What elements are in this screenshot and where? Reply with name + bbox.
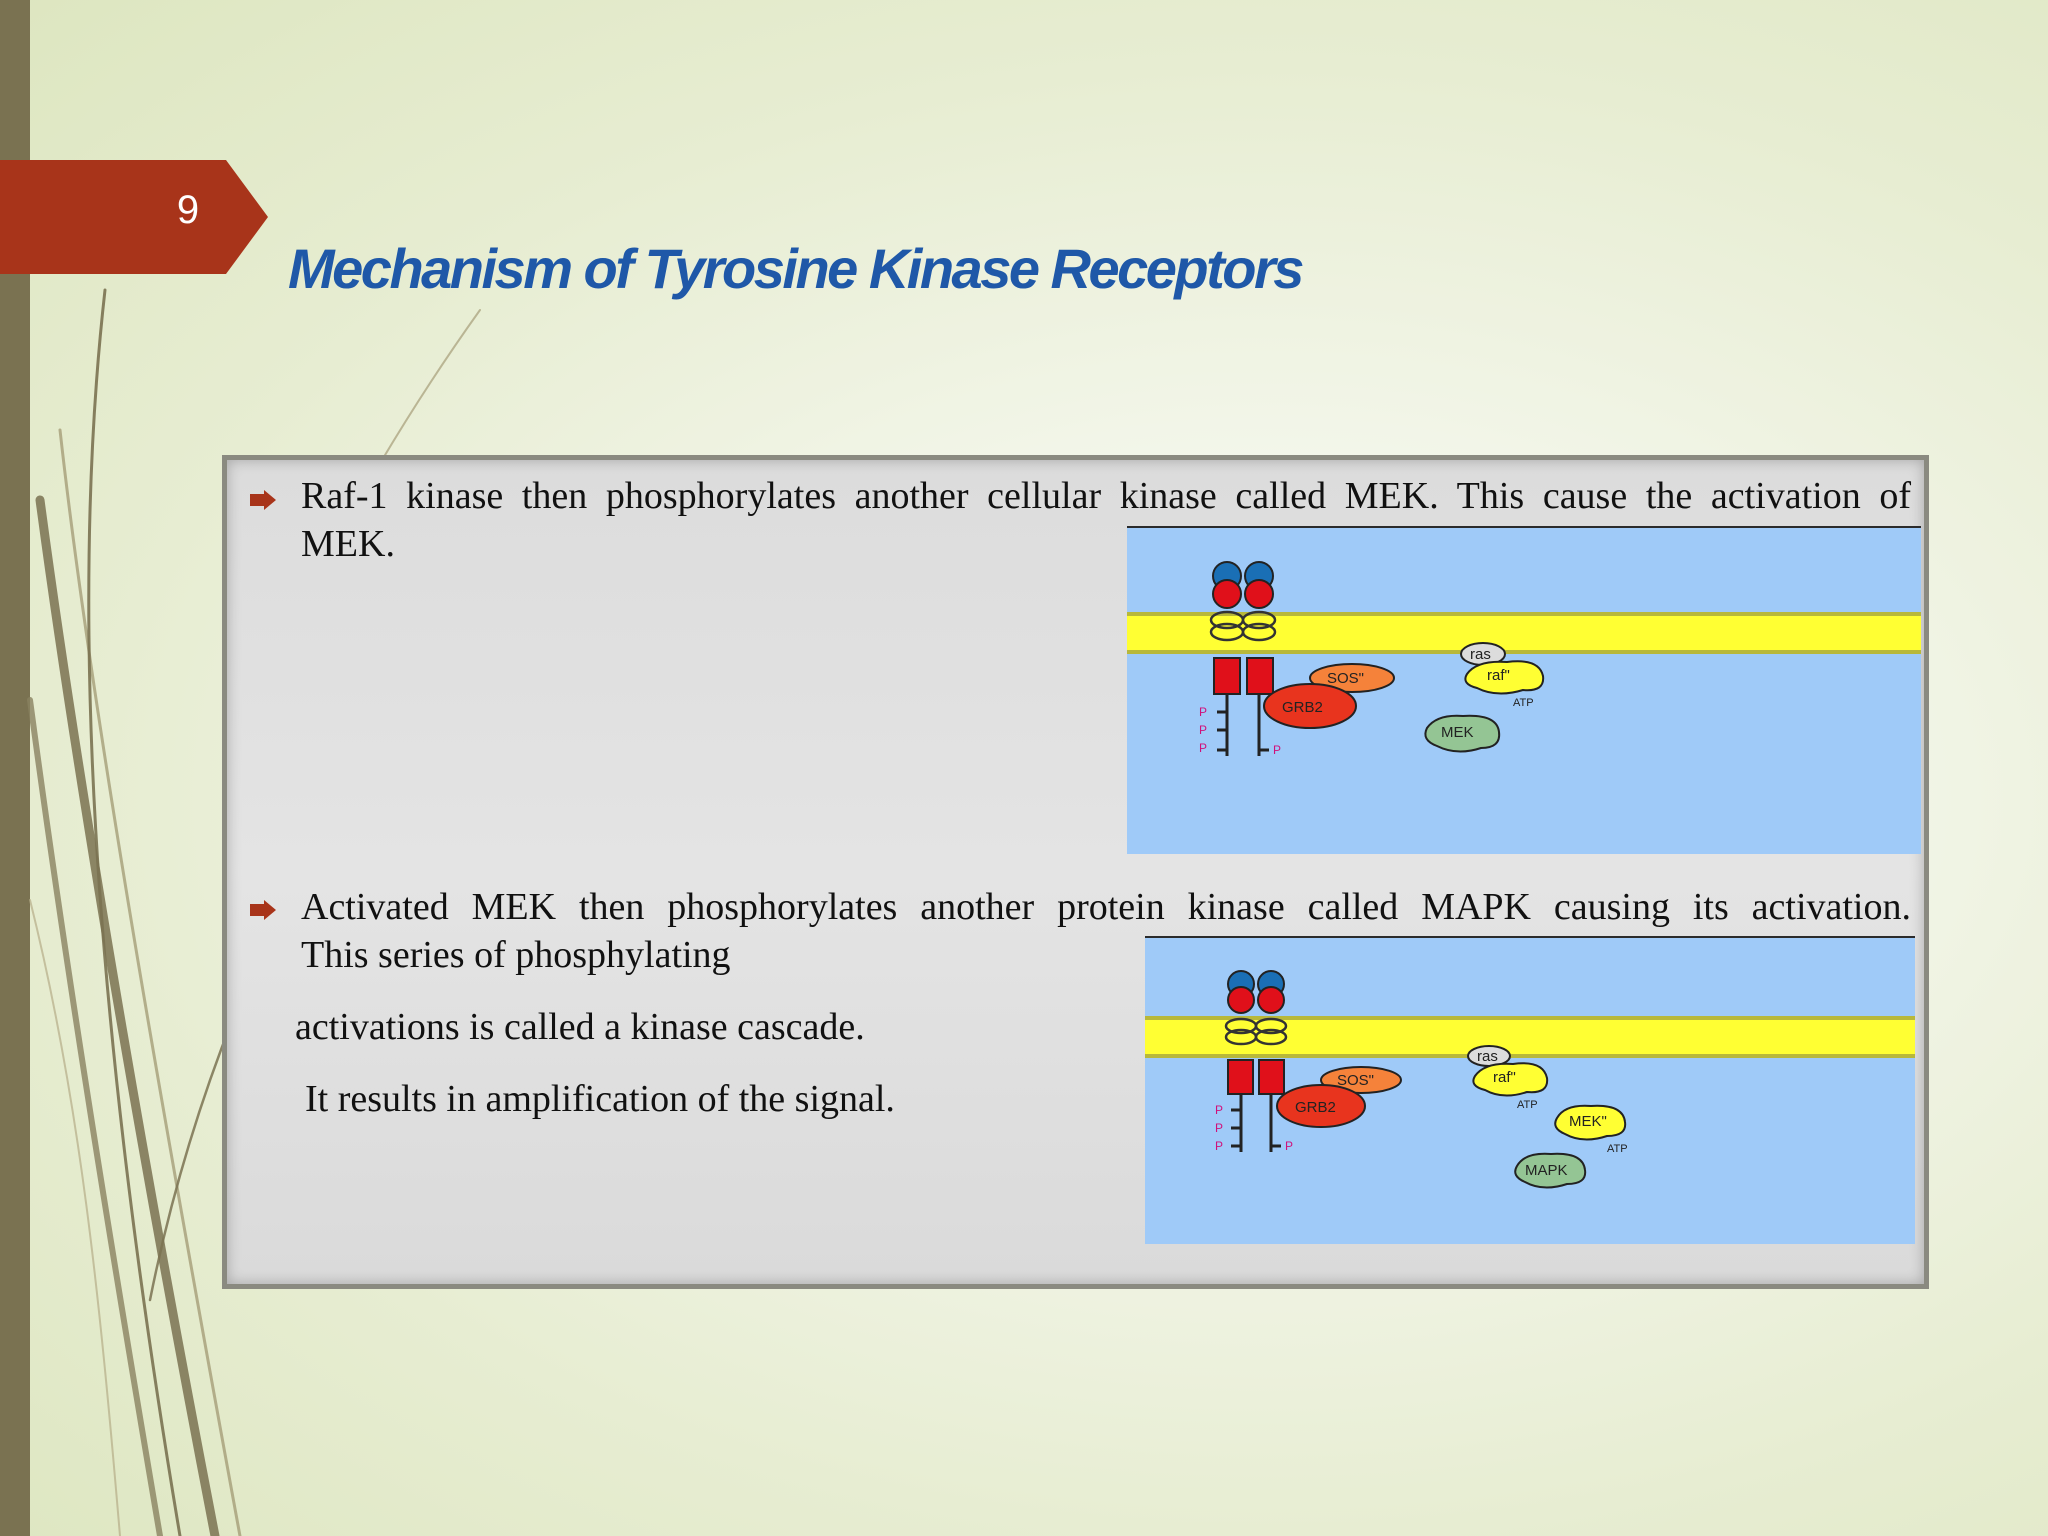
- grb2-protein-icon: [1276, 1084, 1366, 1128]
- grb2-label: GRB2: [1295, 1099, 1336, 1116]
- receptor-head-icon: [1244, 579, 1274, 609]
- receptor-head-icon: [1227, 986, 1255, 1014]
- cell-membrane: [1145, 1016, 1915, 1058]
- mapk-label: MAPK: [1525, 1162, 1568, 1179]
- receptor-head-icon: [1257, 986, 1285, 1014]
- raf-protein-icon: [1464, 660, 1545, 695]
- arrow-bullet-icon: [250, 900, 276, 920]
- atp-label: ATP: [1513, 697, 1534, 709]
- phosphate-label: P: [1215, 1121, 1223, 1135]
- kinase-domain-icon: [1246, 657, 1274, 695]
- raf-label: raf": [1487, 667, 1510, 684]
- bullet-2-line-3: activations is called a kinase cascade.: [295, 1006, 865, 1048]
- sos-label: SOS": [1337, 1072, 1374, 1089]
- atp-label: ATP: [1517, 1099, 1538, 1111]
- raf-protein-icon: [1472, 1062, 1549, 1097]
- mapk-protein-icon: [1514, 1152, 1587, 1189]
- pathway-diagram-1: P P P P SOS" GRB2 ras raf" ATP MEK: [1199, 561, 1545, 757]
- phosphate-label: P: [1215, 1139, 1223, 1153]
- bullet-1-line-1: Raf-1 kinase then phosphorylates another…: [301, 475, 1911, 517]
- cell-membrane: [1127, 612, 1921, 654]
- atp-label: ATP: [1607, 1143, 1628, 1155]
- bullet-2-line-2: This series of phosphylating: [301, 934, 731, 976]
- mek-label: MEK": [1569, 1113, 1607, 1130]
- mek-protein-icon: [1554, 1104, 1627, 1141]
- decorative-grass-curves: [27, 288, 481, 1536]
- page-number: 9: [176, 188, 200, 232]
- grb2-protein-icon: [1263, 683, 1357, 729]
- slide-title: Mechanism of Tyrosine Kinase Receptors: [288, 237, 1304, 300]
- bullet-1-line-2: MEK.: [301, 523, 395, 565]
- phosphate-label: P: [1273, 743, 1281, 757]
- receptor-head-icon: [1212, 579, 1242, 609]
- phosphate-label: P: [1199, 705, 1207, 719]
- ras-label: ras: [1470, 646, 1491, 663]
- sos-label: SOS": [1327, 670, 1364, 687]
- pathway-diagram-2: P P P P SOS" GRB2 ras raf" ATP MEK" ATP …: [1215, 970, 1628, 1189]
- page-number-tab: [0, 160, 268, 274]
- ras-label: ras: [1477, 1048, 1498, 1065]
- kinase-domain-icon: [1213, 657, 1241, 695]
- kinase-domain-icon: [1258, 1059, 1285, 1095]
- kinase-domain-icon: [1227, 1059, 1254, 1095]
- mek-label: MEK: [1441, 724, 1474, 741]
- phosphate-label: P: [1215, 1103, 1223, 1117]
- bullet-2-line-1: Activated MEK then phosphorylates anothe…: [301, 886, 1911, 928]
- grb2-label: GRB2: [1282, 699, 1323, 716]
- bullet-2-line-4: It results in amplification of the signa…: [305, 1078, 895, 1120]
- signaling-figure-2: P P P P SOS" GRB2 ras raf" ATP MEK" ATP …: [1145, 936, 1915, 1244]
- arrow-bullet-icon: [250, 490, 276, 510]
- raf-label: raf": [1493, 1069, 1516, 1086]
- phosphate-label: P: [1199, 741, 1207, 755]
- sos-protein-icon: [1309, 663, 1395, 693]
- content-box: Raf-1 kinase then phosphorylates another…: [222, 455, 1929, 1289]
- phosphate-label: P: [1285, 1139, 1293, 1153]
- mek-protein-icon: [1424, 714, 1501, 753]
- phosphate-label: P: [1199, 723, 1207, 737]
- signaling-figure-1: P P P P SOS" GRB2 ras raf" ATP MEK: [1127, 526, 1921, 854]
